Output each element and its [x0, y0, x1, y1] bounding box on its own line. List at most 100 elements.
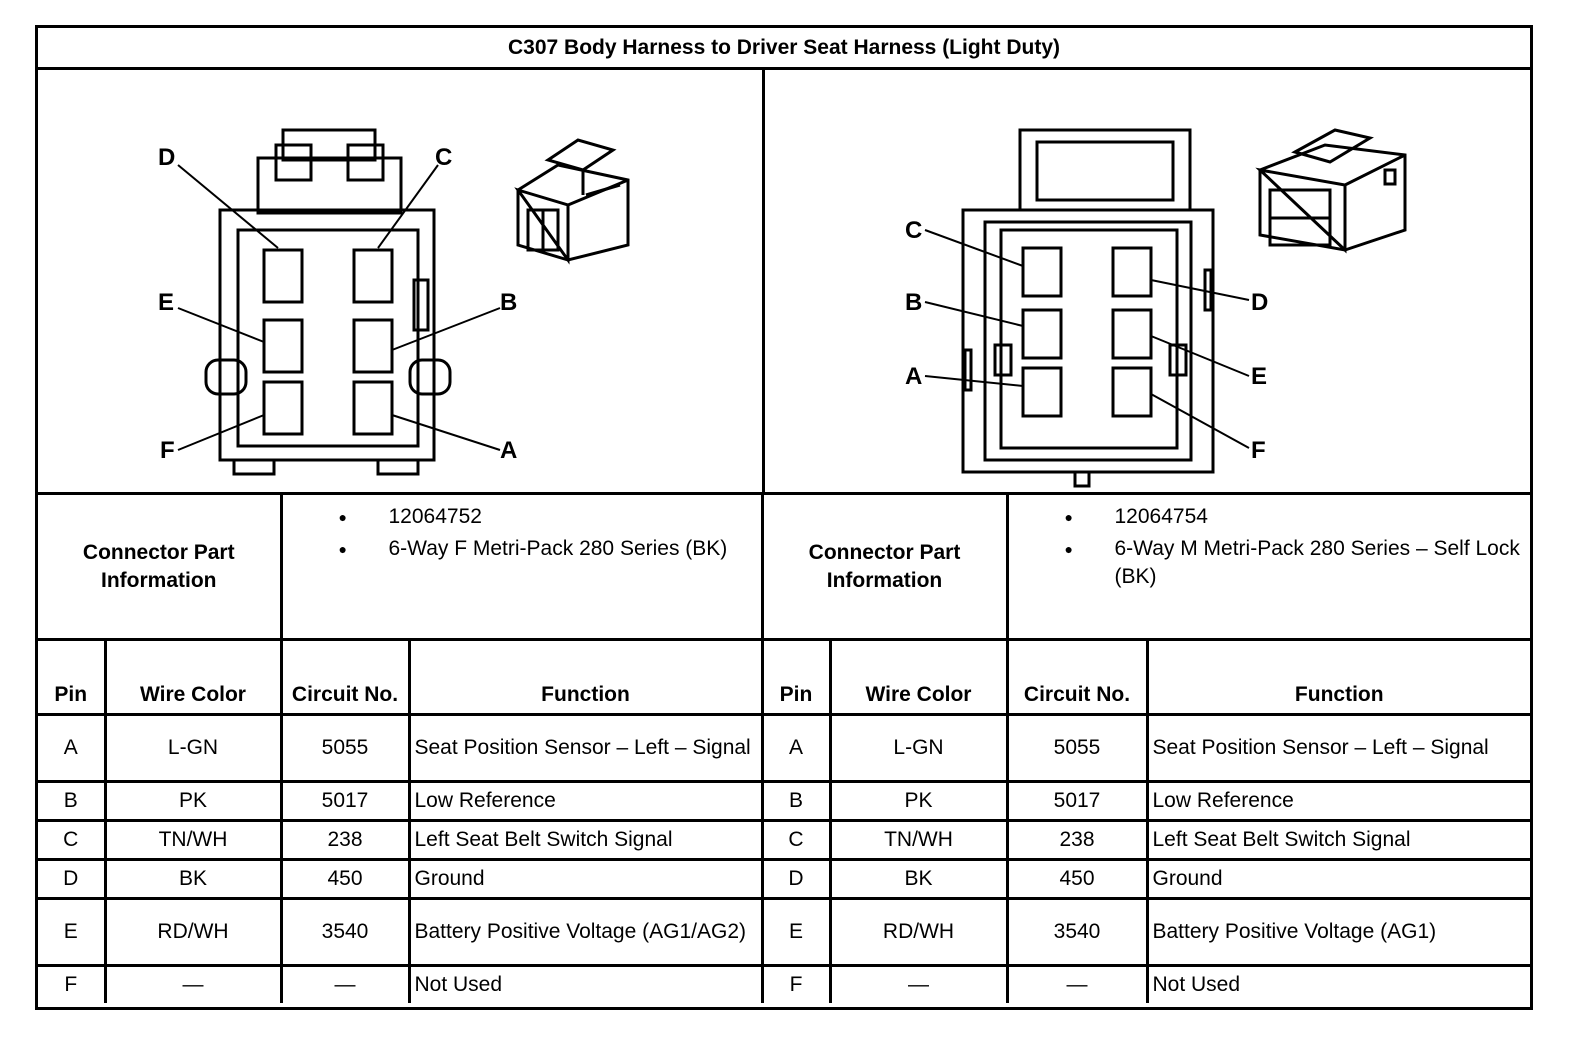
connector-part-info: Connector Part Information 12064752 6-Wa…	[38, 495, 1530, 638]
pin-table: Pin Wire Color Circuit No. Function Pin …	[38, 638, 1530, 1003]
latch-window	[1035, 140, 1175, 202]
leader-c	[377, 164, 439, 249]
cell-wire-color-right: L-GN	[828, 713, 1009, 783]
connector-cavity	[236, 228, 420, 448]
terminal-f	[1111, 366, 1153, 418]
cell-function-left: Battery Positive Voltage (AG1/AG2)	[407, 897, 764, 967]
cell-wire-color-right: PK	[828, 780, 1009, 822]
connector-sheet: C307 Body Harness to Driver Seat Harness…	[35, 25, 1533, 1010]
cell-wire-color-left: —	[103, 964, 283, 1003]
cell-wire-color-left: RD/WH	[103, 897, 283, 967]
pin-label-a: A	[500, 437, 517, 464]
terminal-c	[1021, 246, 1063, 298]
cell-function-left: Low Reference	[407, 780, 764, 822]
cell-pin-right: B	[760, 780, 832, 822]
latch-top	[256, 156, 403, 215]
cell-wire-color-right: RD/WH	[828, 897, 1009, 967]
cell-function-left: Left Seat Belt Switch Signal	[407, 819, 764, 861]
cell-function-left: Ground	[407, 858, 764, 900]
info-list-right: 12064754 6-Way M Metri-Pack 280 Series –…	[1005, 495, 1530, 638]
terminal-a	[352, 380, 394, 436]
cell-function-right: Ground	[1145, 858, 1530, 900]
header-function-left: Function	[407, 638, 764, 716]
leader-e	[1150, 335, 1250, 377]
cell-circuit-left: 5017	[279, 780, 411, 822]
cell-function-right: Low Reference	[1145, 780, 1530, 822]
terminal-f	[262, 380, 304, 436]
terminal-d	[262, 248, 304, 304]
leader-a	[391, 414, 501, 451]
cell-pin-left: F	[38, 964, 107, 1003]
leader-a	[924, 375, 1024, 387]
cell-circuit-left: 5055	[279, 713, 411, 783]
connector-cavity	[999, 228, 1179, 450]
cell-circuit-left: —	[279, 964, 411, 1003]
terminal-c	[352, 248, 394, 304]
cell-pin-left: A	[38, 713, 107, 783]
cell-wire-color-left: BK	[103, 858, 283, 900]
part-description-left: 6-Way F Metri-Pack 280 Series (BK)	[323, 535, 751, 563]
side-rib-left	[963, 348, 973, 392]
terminal-d	[1111, 246, 1153, 298]
cell-circuit-right: 3540	[1005, 897, 1149, 967]
cell-function-right: Seat Position Sensor – Left – Signal	[1145, 713, 1530, 783]
leader-b	[391, 307, 501, 351]
cell-function-left: Not Used	[407, 964, 764, 1003]
leader-c	[924, 229, 1024, 267]
cell-pin-left: B	[38, 780, 107, 822]
leader-f	[177, 414, 265, 451]
header-circuit-left: Circuit No.	[279, 638, 411, 716]
female-connector-diagram: D C E B F A	[158, 128, 630, 476]
info-label-left: Connector Part Information	[38, 495, 283, 638]
latch-right-ear	[346, 143, 385, 182]
terminal-e	[262, 318, 304, 374]
cell-pin-right: C	[760, 819, 832, 861]
part-number-right: 12064754	[1049, 503, 1521, 531]
side-lock-right	[408, 358, 452, 396]
cell-circuit-left: 450	[279, 858, 411, 900]
latch-left-ear	[274, 143, 313, 182]
pin-label-b: B	[905, 289, 922, 316]
info-label-right: Connector Part Information	[760, 495, 1009, 638]
header-pin-right: Pin	[760, 638, 832, 716]
pin-label-c: C	[905, 217, 922, 244]
cell-wire-color-left: L-GN	[103, 713, 283, 783]
cell-pin-right: F	[760, 964, 832, 1003]
diagram-divider	[762, 70, 765, 492]
pin-label-a: A	[905, 363, 922, 390]
header-function-right: Function	[1145, 638, 1530, 716]
cell-pin-right: A	[760, 713, 832, 783]
terminal-b	[352, 318, 394, 374]
cell-circuit-right: —	[1005, 964, 1149, 1003]
header-wire-color-right: Wire Color	[828, 638, 1009, 716]
pin-table-header: Pin Wire Color Circuit No. Function Pin …	[38, 638, 1530, 716]
side-key-left	[993, 343, 1013, 377]
cell-function-right: Not Used	[1145, 964, 1530, 1003]
cell-circuit-right: 450	[1005, 858, 1149, 900]
cell-circuit-left: 238	[279, 819, 411, 861]
cell-circuit-right: 5055	[1005, 713, 1149, 783]
cell-wire-color-right: BK	[828, 858, 1009, 900]
diagram-row: D C E B F A	[38, 70, 1530, 495]
cell-wire-color-left: PK	[103, 780, 283, 822]
pin-label-d: D	[1251, 289, 1268, 316]
leader-d	[1150, 279, 1250, 301]
foot-left	[232, 458, 276, 476]
terminal-e	[1111, 308, 1153, 360]
female-connector-thumbnail	[514, 138, 630, 265]
pin-label-f: F	[160, 437, 175, 464]
part-description-right: 6-Way M Metri-Pack 280 Series – Self Loc…	[1049, 535, 1521, 591]
pin-label-b: B	[500, 289, 517, 316]
side-key-right	[1168, 343, 1188, 377]
leader-d	[177, 164, 279, 249]
header-pin-left: Pin	[38, 638, 107, 716]
cell-pin-right: E	[760, 897, 832, 967]
cell-wire-color-right: TN/WH	[828, 819, 1009, 861]
terminal-a	[1021, 366, 1063, 418]
